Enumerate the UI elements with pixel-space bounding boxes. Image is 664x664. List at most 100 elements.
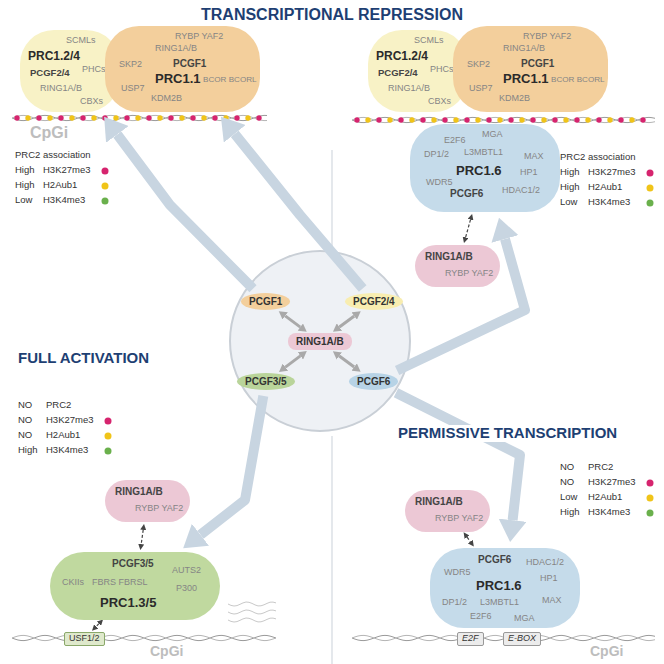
subunit-label: MAX (542, 596, 562, 606)
histone-mark-dot (629, 117, 634, 122)
mark-dot (102, 183, 109, 190)
mark-name: H3K4me3 (43, 195, 85, 205)
level-text: Low (560, 492, 577, 502)
subunit-label: USP7 (121, 84, 145, 94)
histone-mark-dot (201, 115, 206, 120)
node-label: PCGF1 (249, 296, 282, 307)
complex-blob: PCGF6HDAC1/2WDR5HP1DP1/2L3MBTL1MAXPRC1.6… (430, 548, 580, 628)
complex-name: PRC1.1 (503, 72, 549, 86)
level-text: Low (15, 195, 32, 205)
subunit-label: E2F6 (470, 612, 492, 622)
subunit-label: RING1A/B (388, 84, 430, 94)
diagram-title: TRANSCRIPTIONAL REPRESSION (201, 6, 463, 24)
complex-blob: RYBP YAF2RING1A/BPCGF1PRC1.1SKP2USP7BCOR… (105, 26, 260, 112)
histone-mark-dot (574, 117, 579, 122)
node-label: PCGF3/5 (245, 376, 287, 387)
histone-mark-dot (25, 115, 30, 120)
subunit-label: PCGF3/5 (112, 558, 154, 569)
ring-blob: RING1A/BRYBP YAF2 (405, 490, 490, 532)
subunit-label: PCGF1 (521, 58, 554, 69)
histone-mark-dot (80, 115, 85, 120)
histone-mark-dot (464, 117, 469, 122)
subunit-label: RING1A/B (115, 486, 163, 497)
mark-name: H2Aub1 (46, 430, 80, 440)
dna-strand (12, 115, 267, 120)
histone-mark-dot (69, 115, 74, 120)
interaction-arrow (466, 220, 471, 238)
transcript-line (228, 618, 276, 622)
subunit-label: RING1A/B (425, 251, 473, 262)
level-text: High (560, 182, 580, 192)
mark-name: H2Aub1 (588, 182, 622, 192)
subunit-label: RING1A/B (503, 44, 545, 54)
ring-box: RING1A/B (288, 333, 352, 350)
mark-name: H3K4me3 (588, 197, 630, 207)
mark-name: H3K27me3 (588, 477, 636, 487)
node-label: PCGF6 (357, 376, 390, 387)
mark-dot (647, 495, 654, 502)
ring-blob: RING1A/BRYBP YAF2 (105, 480, 190, 522)
level-text: NO (18, 400, 32, 410)
interaction-arrow (141, 530, 143, 544)
pcgf-oval: PCGF6 (349, 373, 398, 390)
dna-strand (12, 635, 276, 640)
dna-strand (352, 117, 655, 122)
subunit-label: CKIIs (62, 578, 84, 588)
histone-mark-dot (442, 117, 447, 122)
histone-mark-dot (409, 117, 414, 122)
node-label: E-BOX (508, 634, 536, 644)
subunit-label: WDR5 (444, 568, 471, 578)
interaction-arrow (96, 624, 99, 627)
subunit-label: KDM2B (151, 94, 182, 104)
pathway-arrow (201, 396, 264, 535)
node-label: USF1/2 (69, 634, 100, 644)
assembly-arrow (285, 356, 300, 367)
mark-name: H3K4me3 (46, 445, 88, 455)
histone-mark-dot (640, 117, 645, 122)
mark-name: H2Aub1 (43, 180, 77, 190)
pcgf-oval: PCGF3/5 (237, 373, 295, 390)
subunit-label: L3MBTL1 (480, 598, 519, 608)
mark-name: H3K27me3 (46, 415, 94, 425)
motif-box: E2F (457, 632, 484, 646)
subunit-label: L3MBTL1 (464, 148, 503, 158)
subunit-label: PHCs (82, 65, 106, 75)
histone-mark-dot (596, 117, 601, 122)
assembly-arrow (339, 316, 354, 327)
subunit-label: KDM2B (499, 94, 530, 104)
cpg-watermark: CpGi (150, 644, 183, 659)
assembly-arrow (285, 316, 300, 327)
histone-mark-dot (223, 115, 228, 120)
histone-mark-dot (157, 115, 162, 120)
complex-name: PRC1.6 (456, 164, 502, 178)
mark-dot (102, 168, 109, 175)
histone-mark-dot (135, 115, 140, 120)
subunit-label: DP1/2 (424, 150, 449, 160)
motif-box: E-BOX (503, 632, 541, 646)
subunit-label: HDAC1/2 (526, 558, 564, 568)
histone-mark-dot (168, 115, 173, 120)
histone-mark-dot (58, 115, 63, 120)
subunit-label: RYBP YAF2 (435, 514, 483, 524)
list-heading: PRC2 association (15, 150, 91, 160)
mark-dot (647, 480, 654, 487)
histone-mark-dot (497, 117, 502, 122)
histone-mark-dot (190, 115, 195, 120)
histone-mark-dot (607, 117, 612, 122)
subunit-label: PCGF2/4 (378, 68, 418, 78)
mark-dot (647, 170, 654, 177)
mark-name: H2Aub1 (588, 492, 622, 502)
level-text: NO (560, 477, 574, 487)
histone-mark-dot (530, 117, 535, 122)
subunit-label: PHCs (430, 65, 454, 75)
subunit-label: BCOR BCORL (203, 76, 257, 85)
mark-dot (647, 200, 654, 207)
histone-mark-dot (234, 115, 239, 120)
level-text: High (15, 165, 35, 175)
subunit-label: RYBP YAF2 (445, 269, 493, 279)
subunit-label: CBXs (80, 97, 103, 107)
histone-mark-dot (618, 117, 623, 122)
histone-mark-dot (420, 117, 425, 122)
complex-name: PRC1.3/5 (100, 596, 156, 610)
subunit-label: RING1A/B (40, 84, 82, 94)
